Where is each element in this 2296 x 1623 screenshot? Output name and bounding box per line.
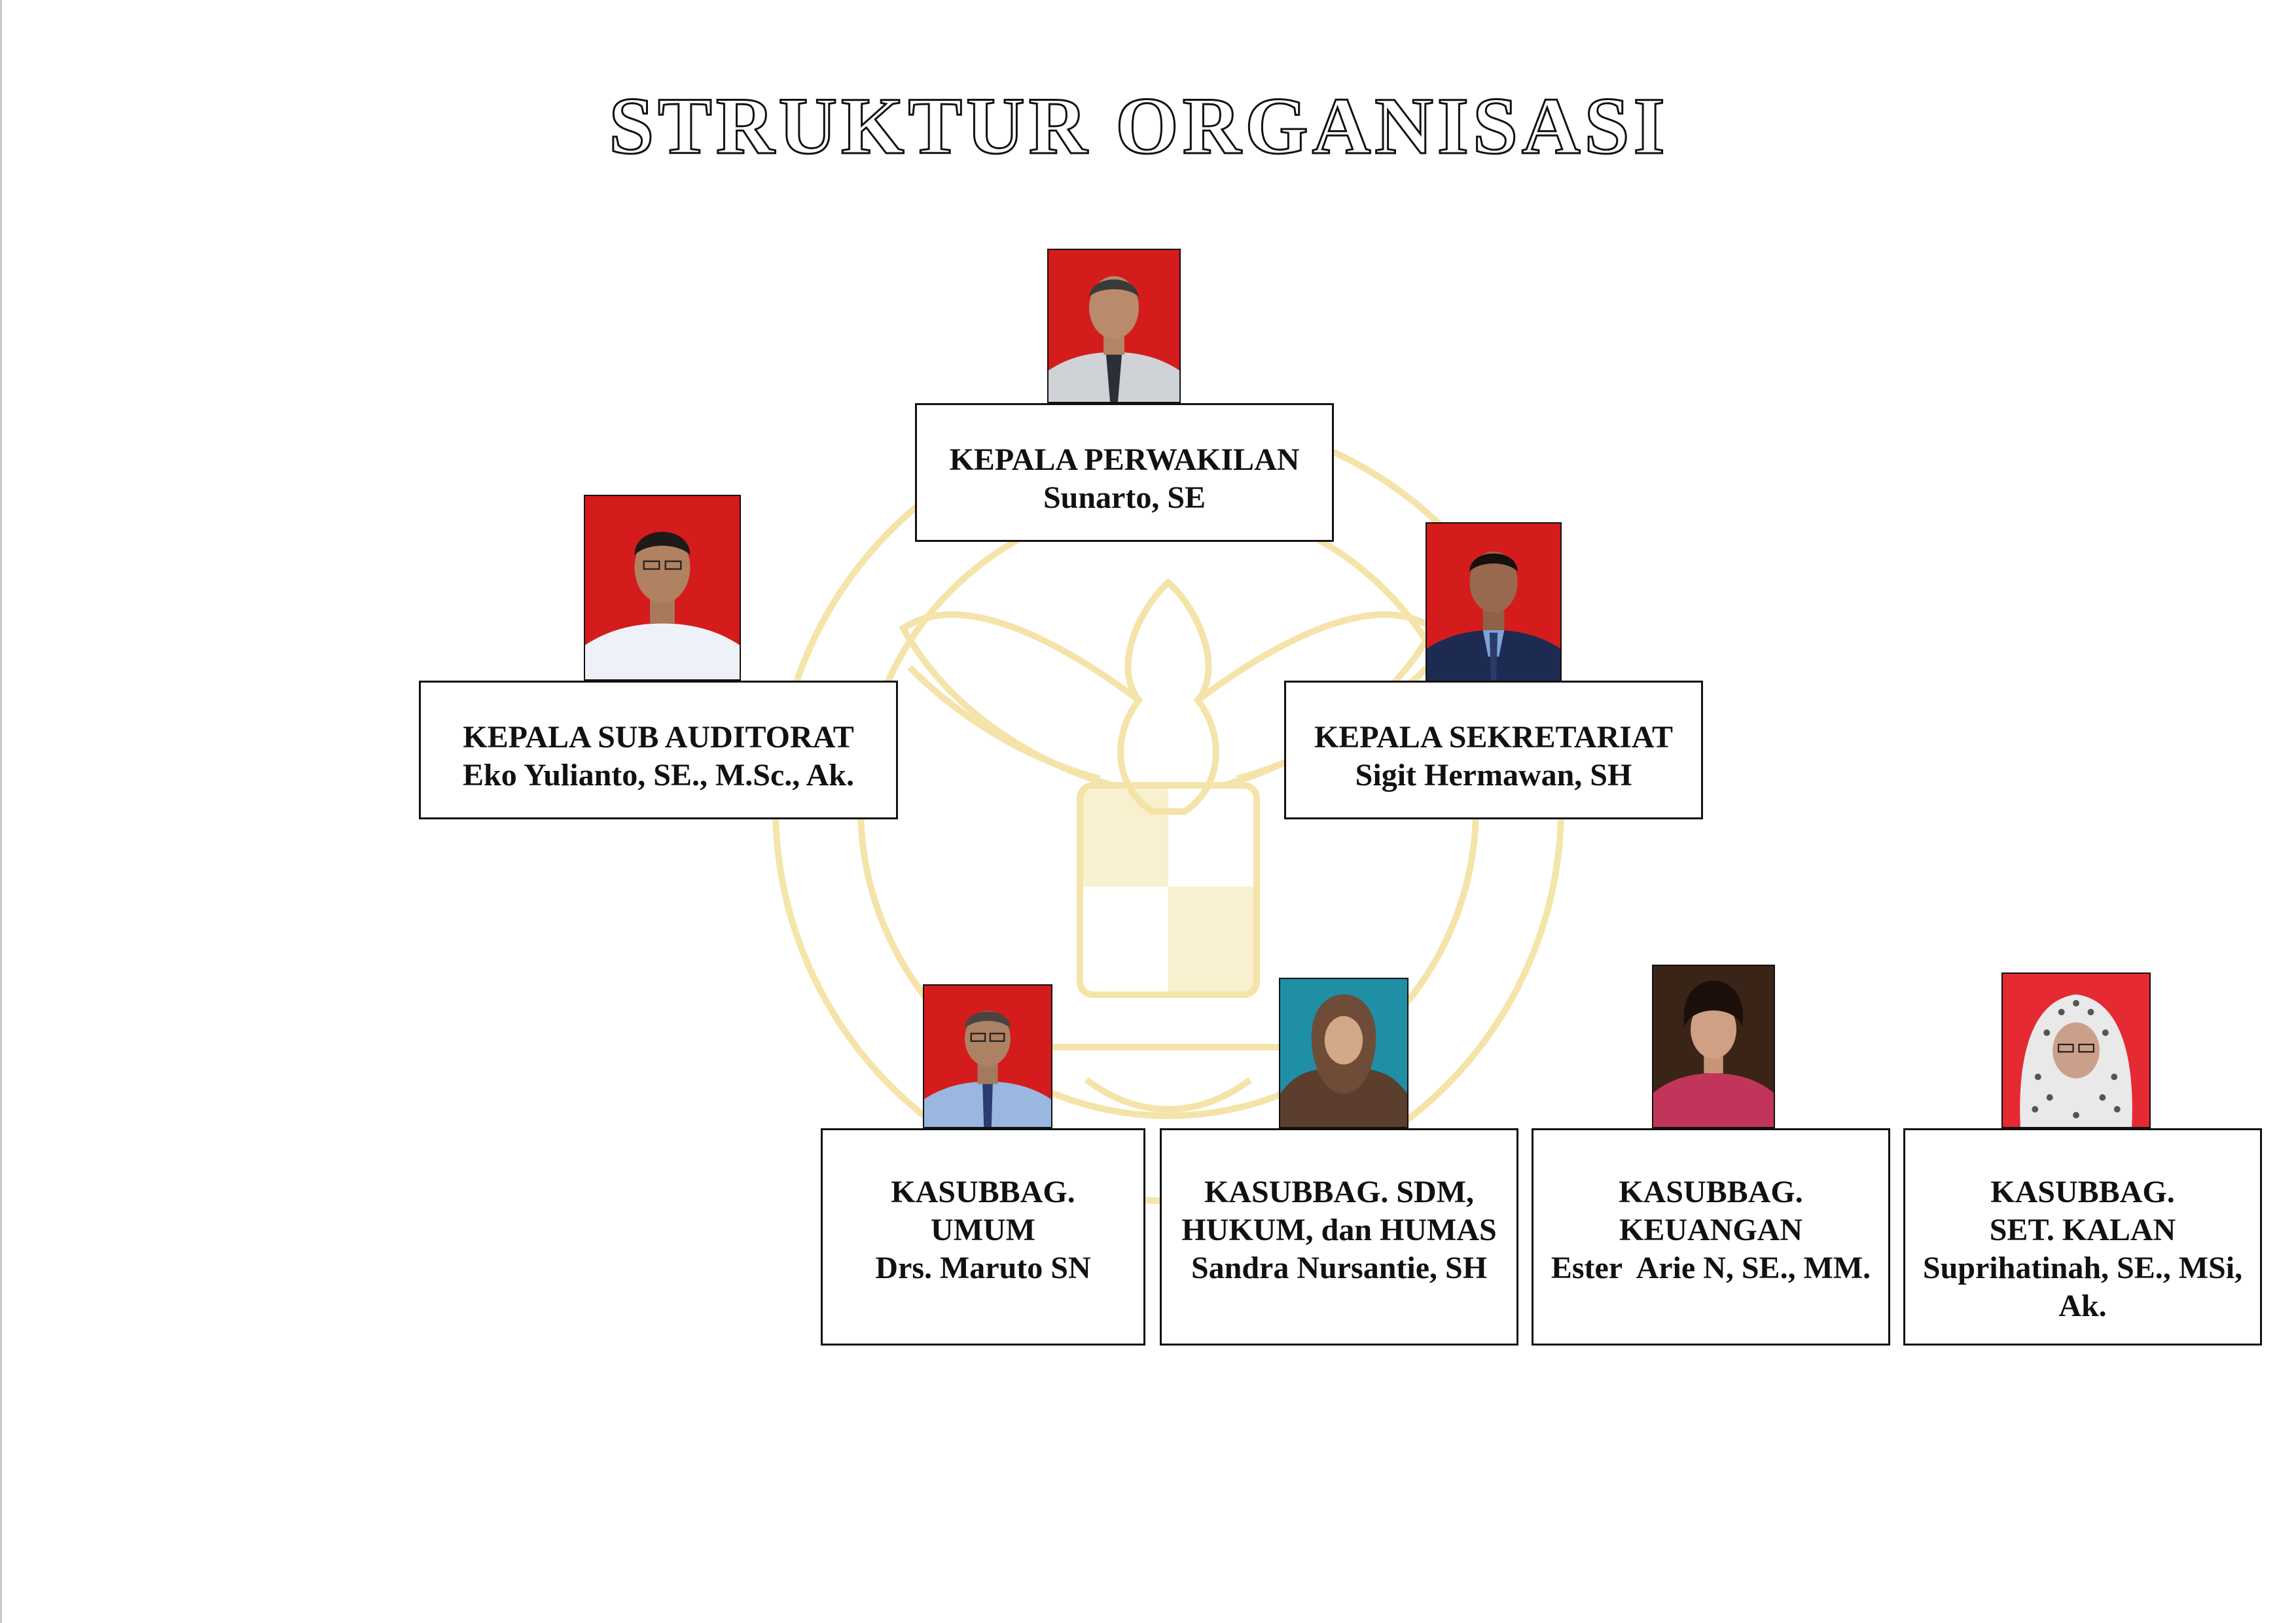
node-kasubbag-sdm: KASUBBAG. SDM, HUKUM, dan HUMAS Sandra N… xyxy=(1160,1128,1518,1346)
node-kasubbag-umum: KASUBBAG. UMUM Drs. Maruto SN xyxy=(821,1128,1145,1346)
person-portrait-icon xyxy=(924,986,1051,1127)
photo-kasubbag-keuangan xyxy=(1652,965,1775,1128)
photo-kasubbag-sdm xyxy=(1279,978,1408,1128)
node-kepala-sekretariat: KEPALA SEKRETARIAT Sigit Hermawan, SH xyxy=(1284,681,1703,819)
page-left-edge xyxy=(0,0,2,1623)
node-role-line: UMUM xyxy=(931,1213,1035,1247)
photo-kasubbag-set-kalan xyxy=(2001,972,2151,1128)
node-kepala-perwakilan: KEPALA PERWAKILAN Sunarto, SE xyxy=(915,403,1334,542)
node-role-line: HUKUM, dan HUMAS xyxy=(1181,1213,1497,1247)
node-role: KEPALA SEKRETARIAT xyxy=(1314,720,1674,755)
node-role-line: SET. KALAN xyxy=(1989,1213,2176,1247)
person-portrait-icon xyxy=(1049,250,1179,402)
node-role-line: KEUANGAN xyxy=(1619,1213,1803,1247)
person-portrait-icon xyxy=(585,496,740,679)
node-role-line: KASUBBAG. xyxy=(1619,1175,1803,1209)
node-role-line: KASUBBAG. xyxy=(891,1175,1075,1209)
person-portrait-icon xyxy=(2003,974,2149,1127)
person-portrait-icon xyxy=(1653,966,1774,1127)
node-person-name: Suprihatinah, SE., MSi, xyxy=(1922,1251,2243,1285)
node-person-name: Sunarto, SE xyxy=(1043,480,1206,515)
node-kasubbag-set-kalan: KASUBBAG. SET. KALAN Suprihatinah, SE., … xyxy=(1903,1128,2262,1346)
node-role: KEPALA PERWAKILAN xyxy=(949,442,1300,477)
node-person-name: Sigit Hermawan, SH xyxy=(1355,758,1632,793)
node-person-name-continued: Ak. xyxy=(2058,1289,2107,1323)
photo-kepala-perwakilan xyxy=(1047,249,1181,403)
person-portrait-icon xyxy=(1280,979,1407,1127)
node-role-line: KASUBBAG. SDM, xyxy=(1204,1175,1475,1209)
photo-kepala-sekretariat xyxy=(1426,522,1562,682)
node-kasubbag-keuangan: KASUBBAG. KEUANGAN Ester Arie N, SE., MM… xyxy=(1532,1128,1890,1346)
node-role: KEPALA SUB AUDITORAT xyxy=(463,720,854,755)
node-role-line: KASUBBAG. xyxy=(1990,1175,2175,1209)
node-kepala-sub-auditorat: KEPALA SUB AUDITORAT Eko Yulianto, SE., … xyxy=(419,681,898,819)
node-person-name: Eko Yulianto, SE., M.Sc., Ak. xyxy=(463,758,854,793)
photo-kasubbag-umum xyxy=(923,984,1052,1128)
page-title: STRUKTUR ORGANISASI xyxy=(608,80,1669,172)
node-person-name: Drs. Maruto SN xyxy=(875,1251,1091,1285)
photo-kepala-sub-auditorat xyxy=(584,495,741,681)
person-portrait-icon xyxy=(1427,524,1560,681)
node-person-name: Sandra Nursantie, SH xyxy=(1191,1251,1488,1285)
node-person-name: Ester Arie N, SE., MM. xyxy=(1551,1251,1871,1285)
